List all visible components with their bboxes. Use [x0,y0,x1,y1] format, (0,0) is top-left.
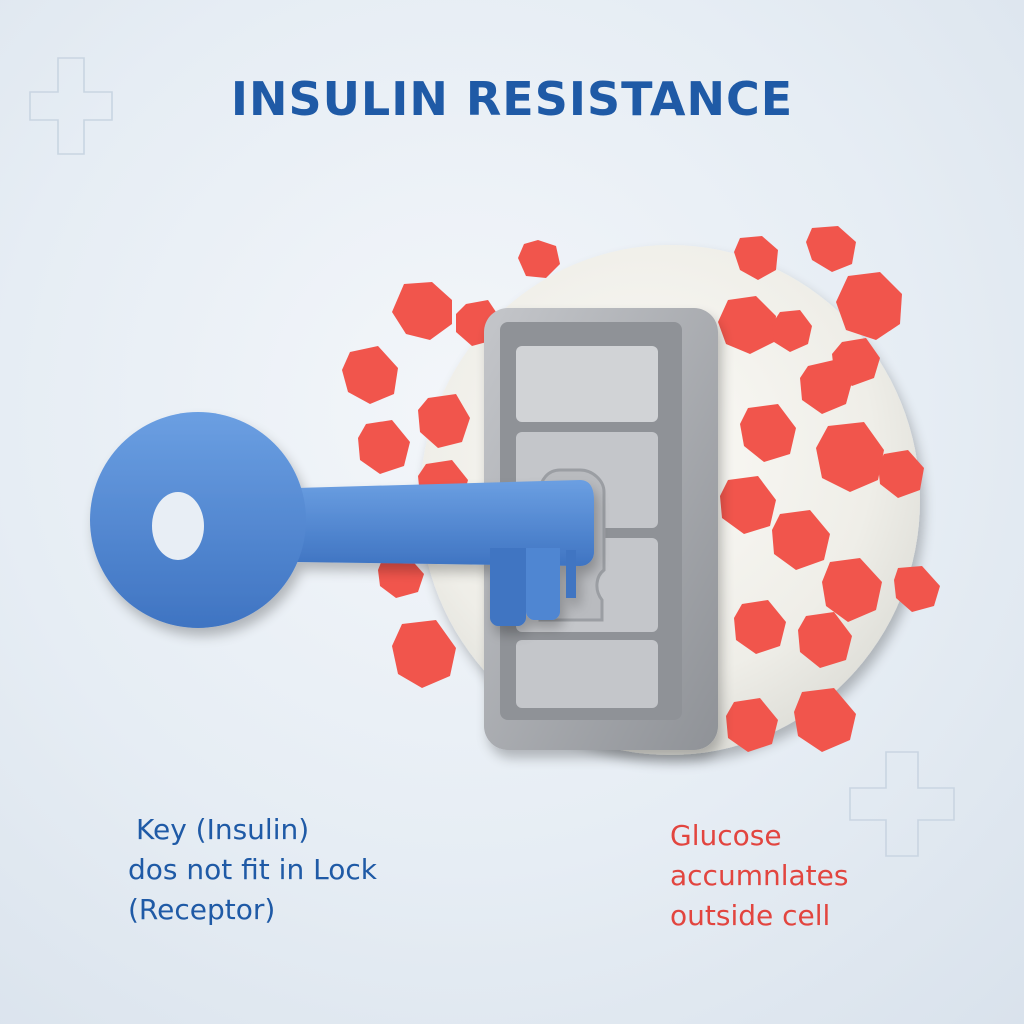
glucose-molecule [378,556,424,598]
key-caption-line-2: dos not fit in Lock [128,853,377,886]
glucose-molecule [740,404,796,462]
glucose-caption-line-2: accumnlates [670,859,849,892]
key-caption: Key (Insulin) dos not fit in Lock (Recep… [128,810,377,930]
glucose-molecule [720,476,776,534]
key-caption-line-3: (Receptor) [128,893,276,926]
glucose-caption-line-1: Glucose [670,819,782,852]
lock-plate [516,346,658,422]
plus-decoration-top-left [29,57,113,155]
glucose-molecule [518,240,560,278]
glucose-caption: Glucose accumnlates outside cell [670,816,848,936]
glucose-molecule [718,296,776,354]
glucose-molecule [806,226,856,272]
glucose-molecule [822,558,882,622]
glucose-molecule [772,510,830,570]
glucose-molecule [836,272,902,340]
glucose-molecule [358,420,410,474]
glucose-caption-line-3: outside cell [670,899,831,932]
glucose-molecule [894,566,940,612]
glucose-molecule [878,450,924,498]
key-insulin [90,412,594,628]
glucose-molecule [342,346,398,404]
glucose-molecule [800,360,852,414]
glucose-molecule [798,612,852,668]
glucose-molecules [342,226,940,752]
glucose-molecule [794,688,856,752]
glucose-molecule [392,282,452,340]
glucose-molecule [392,620,456,688]
glucose-molecule [734,600,786,654]
plus-decoration-bottom-right [849,751,955,857]
glucose-molecule [418,394,470,448]
diagram-title: INSULIN RESISTANCE [230,72,794,126]
lock-plate [516,640,658,708]
key-caption-line-1: Key (Insulin) [136,813,310,846]
glucose-molecule [734,236,778,280]
glucose-molecule [816,422,884,492]
glucose-molecule [726,698,778,752]
glucose-molecule [772,310,812,352]
